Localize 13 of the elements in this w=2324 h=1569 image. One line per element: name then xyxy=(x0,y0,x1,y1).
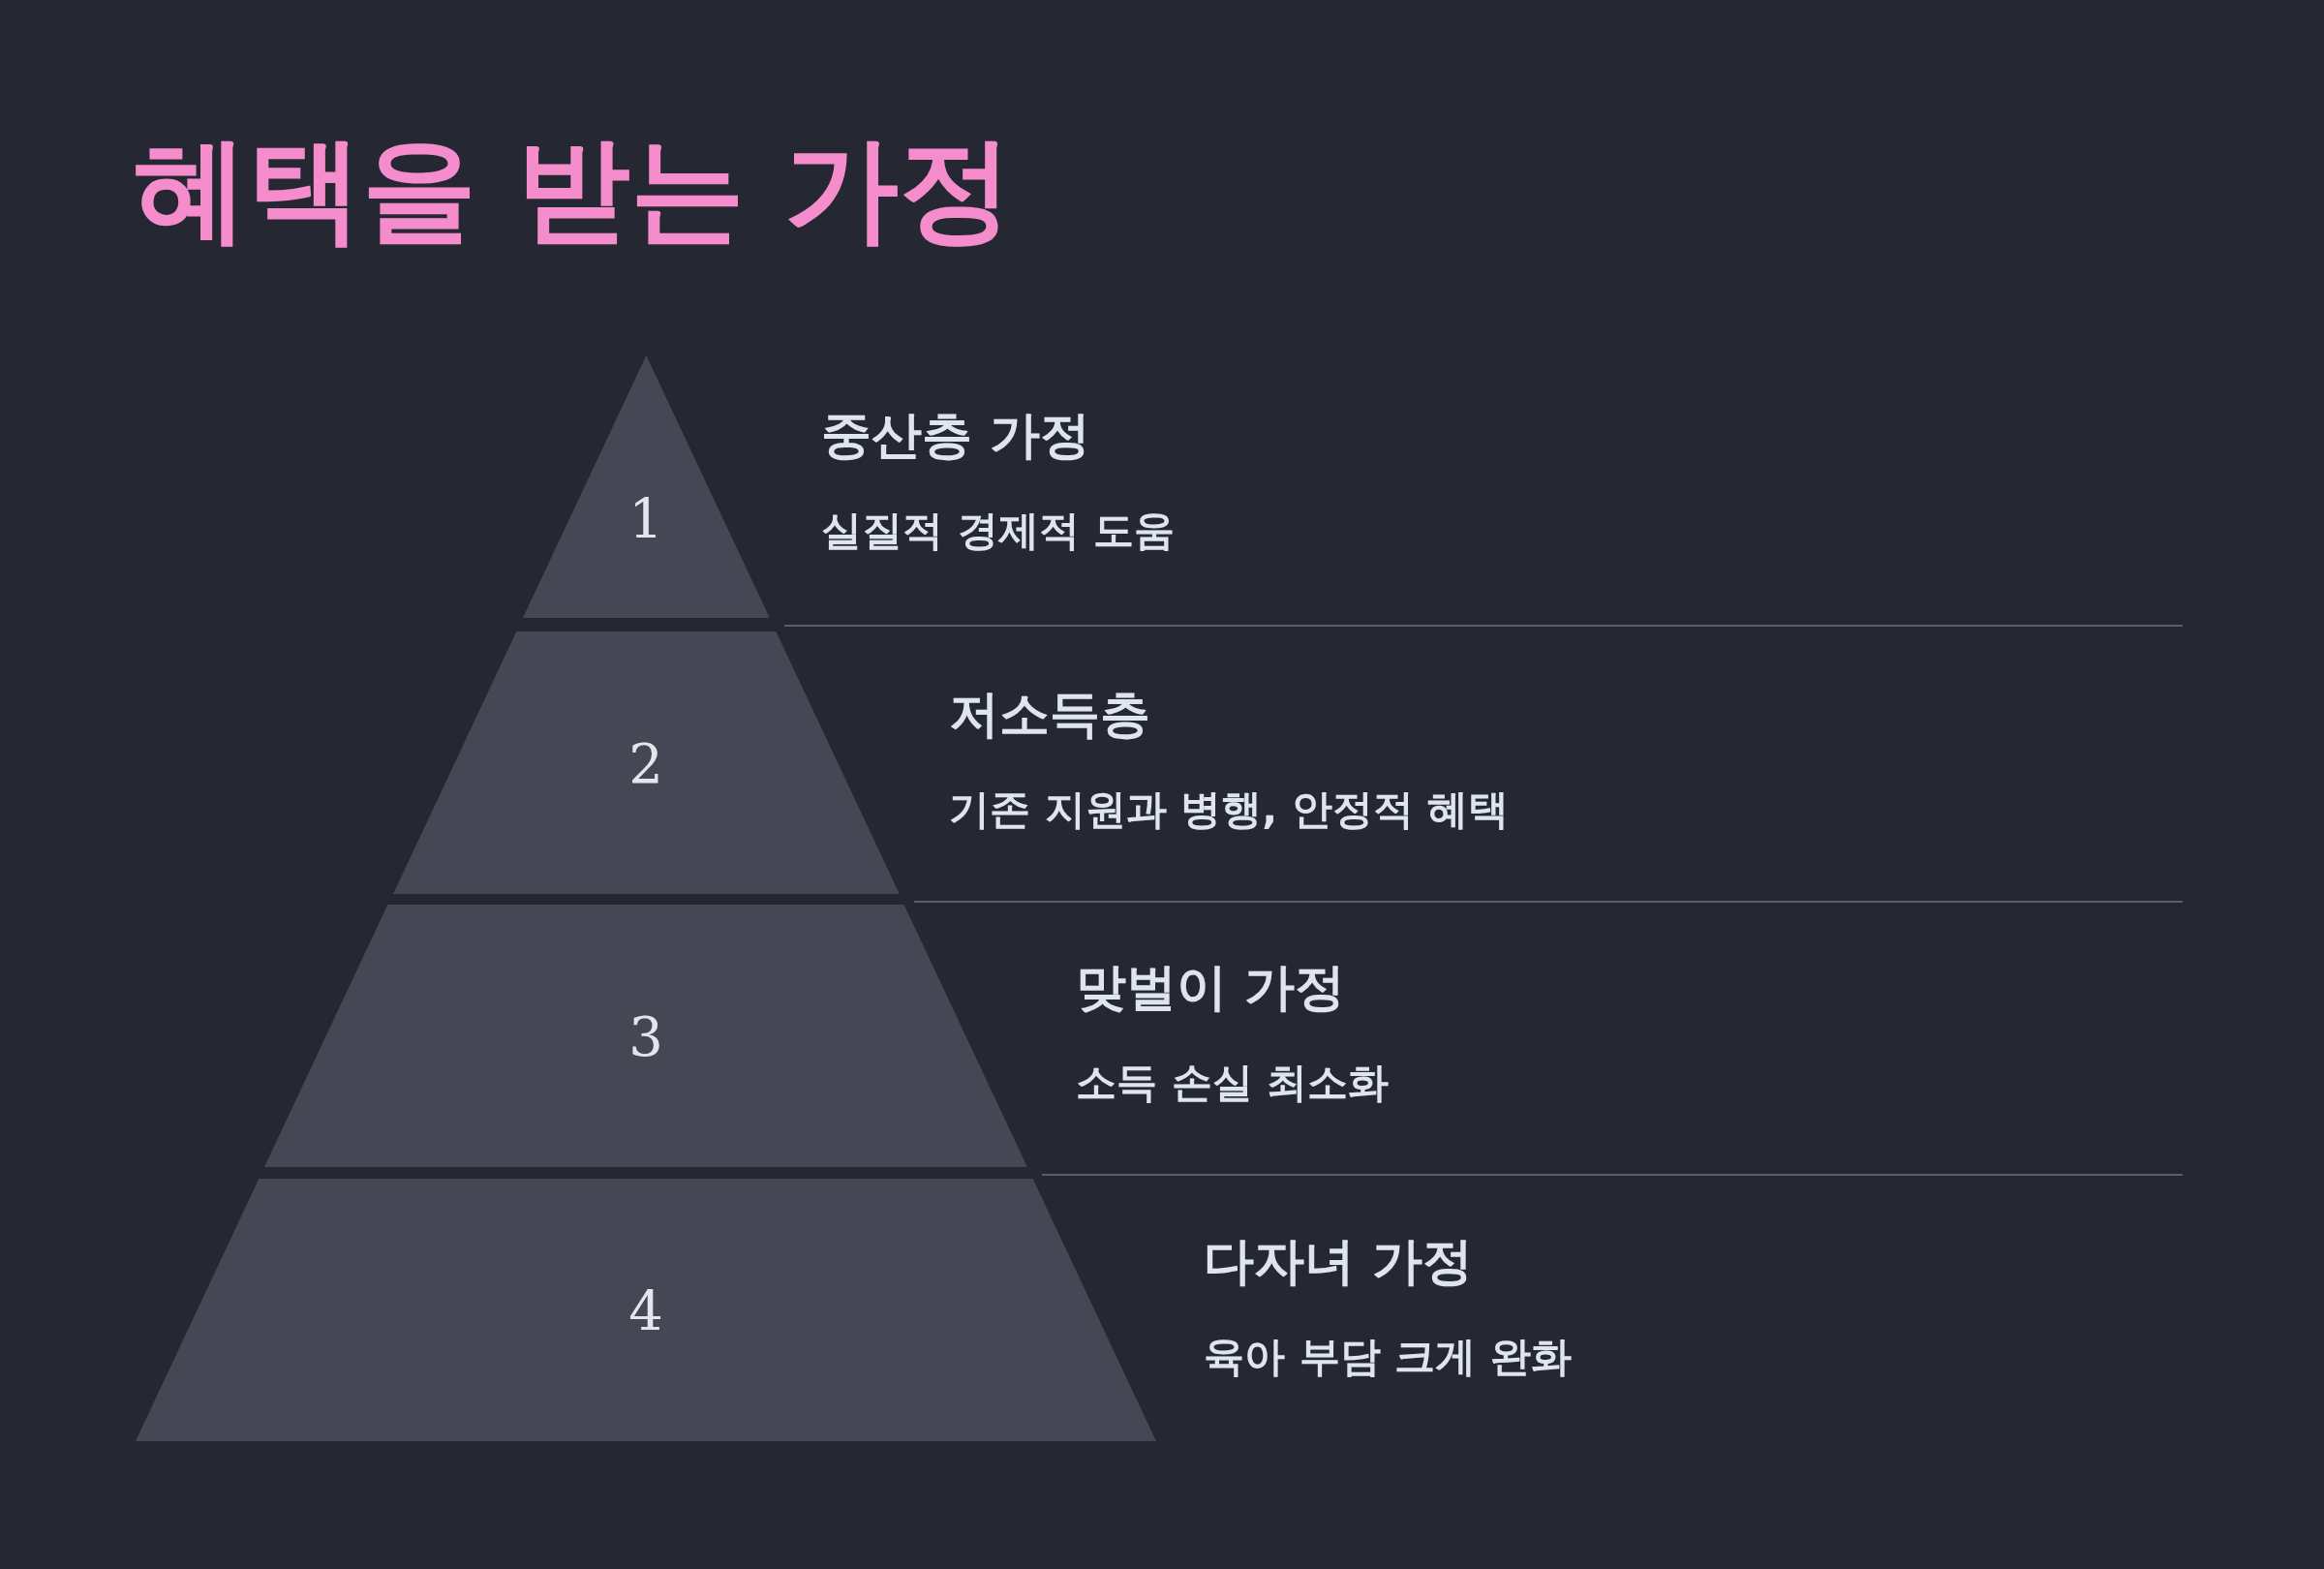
layer-description: 기존 지원과 병행, 안정적 혜택 xyxy=(949,784,1510,835)
layer-number: 1 xyxy=(628,486,663,550)
layer-number: 4 xyxy=(628,1278,663,1341)
layer-number: 3 xyxy=(628,1004,663,1067)
layer-description: 소득 손실 최소화 xyxy=(1076,1057,1390,1108)
layer-heading: 다자녀 가정 xyxy=(1204,1230,1474,1292)
layer-heading: 맞벌이 가정 xyxy=(1076,956,1346,1018)
layer-description: 실질적 경제적 도움 xyxy=(821,506,1176,556)
layer-number: 2 xyxy=(628,731,663,794)
layer-heading: 중산층 가정 xyxy=(821,405,1091,466)
layer-description: 육아 부담 크게 완화 xyxy=(1204,1331,1572,1382)
layer-heading: 저소득층 xyxy=(949,683,1150,745)
title: 혜택을 받는 가정 xyxy=(134,121,1014,258)
